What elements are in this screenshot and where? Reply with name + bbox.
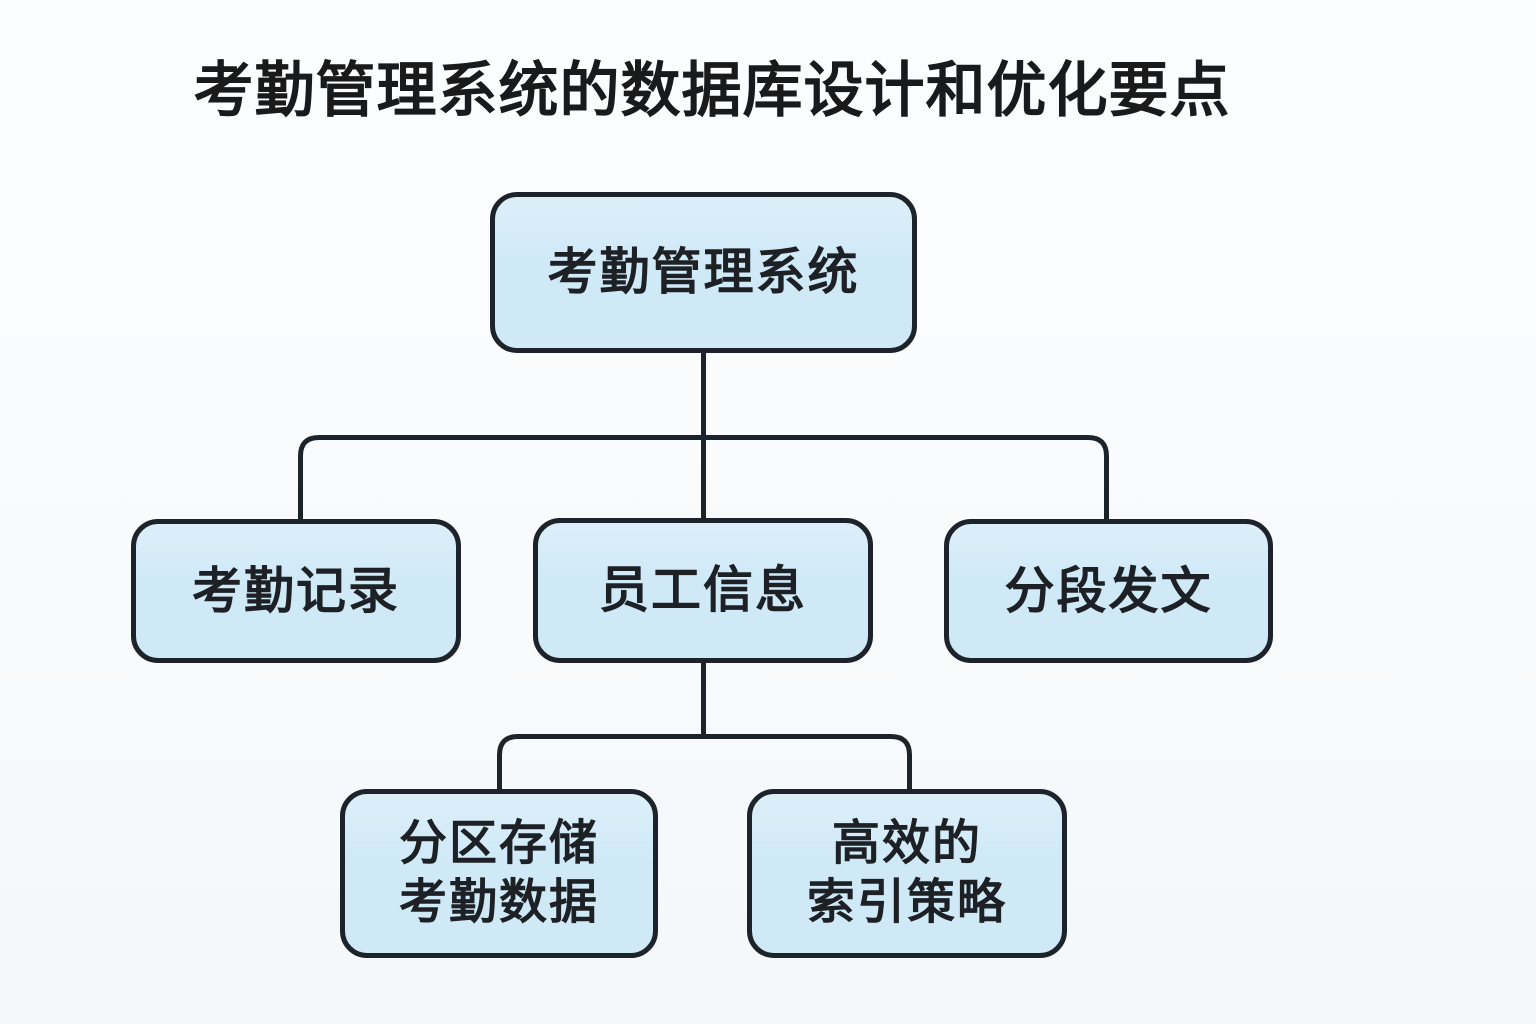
node-label-line1: 分区存储 [398,816,599,870]
node-label: 员工信息 [599,562,807,618]
node-label-line1: 高效的 [831,816,982,870]
node-employee-info: 员工信息 [533,518,873,663]
node-segmented-publishing: 分段发文 [944,519,1273,663]
node-label-line2: 考勤数据 [398,875,599,929]
node-efficient-index-strategy: 高效的 索引策略 [747,789,1067,958]
node-partitioned-storage-attendance-data: 分区存储 考勤数据 [340,789,658,958]
node-label: 分段发文 [1004,562,1213,619]
node-attendance-records: 考勤记录 [131,519,461,663]
connector-level2-bar [497,734,912,789]
node-label-line2: 索引策略 [806,875,1007,929]
node-label: 考勤记录 [192,562,400,619]
node-attendance-management-system: 考勤管理系统 [490,192,917,353]
connector-level1-bar [298,435,1109,519]
node-label: 考勤管理系统 [547,244,860,300]
page-title: 考勤管理系统的数据库设计和优化要点 [193,57,1231,124]
